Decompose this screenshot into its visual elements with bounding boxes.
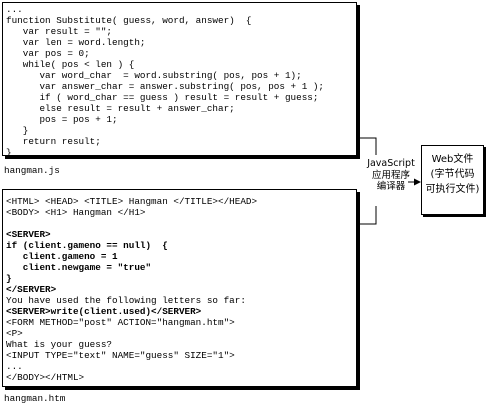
code-line: if ( word_char == guess ) result = resul… — [6, 92, 319, 103]
code-line: <SERVER>write(client.used)</SERVER> — [6, 306, 202, 317]
code-line: client.newgame = "true" — [6, 262, 152, 273]
output-label-line: 可执行文件) — [425, 184, 480, 195]
web-file-output-box: Web文件 (字节代码 可执行文件) — [421, 145, 484, 215]
code-line: <BODY> <H1> Hangman </H1> — [6, 207, 146, 218]
code-line: function Substitute( guess, word, answer… — [6, 15, 252, 26]
code-line: var answer_char = answer.substring( pos,… — [6, 81, 325, 92]
compiler-label-line: JavaScript — [367, 158, 415, 169]
code-line: You have used the following letters so f… — [6, 295, 246, 306]
output-label-line: (字节代码 — [430, 169, 475, 180]
code-line: What is your guess? — [6, 339, 113, 350]
code-line: pos = pos + 1; — [6, 114, 118, 125]
code-line: var word_char = word.substring( pos, pos… — [6, 70, 302, 81]
hangman-js-code-listing: ...function Substitute( guess, word, ans… — [3, 3, 356, 158]
hangman-js-code-box: ...function Substitute( guess, word, ans… — [2, 2, 357, 158]
hangman-htm-code-box: <HTML> <HEAD> <TITLE> Hangman </TITLE></… — [2, 189, 357, 387]
code-line: </BODY></HTML> — [6, 372, 85, 383]
javascript-compiler-label: JavaScript 应用程序 编译器 — [362, 158, 420, 193]
output-label-line: Web文件 — [431, 154, 474, 165]
code-line: while( pos < len ) { — [6, 59, 135, 70]
code-line: else result = result + answer_char; — [6, 103, 235, 114]
compiler-label-line: 应用程序 — [371, 169, 410, 181]
code-line: } — [6, 125, 29, 136]
code-line: return result; — [6, 136, 101, 147]
code-line: <HTML> <HEAD> <TITLE> Hangman </TITLE></… — [6, 196, 258, 207]
code-line: <SERVER> — [6, 229, 51, 240]
code-line: <P> — [6, 328, 23, 339]
code-line: ... — [6, 4, 23, 15]
hangman-htm-code-listing: <HTML> <HEAD> <TITLE> Hangman </TITLE></… — [3, 190, 356, 383]
code-line: } — [6, 273, 12, 284]
code-line: client.gameno = 1 — [6, 251, 118, 262]
code-line — [6, 218, 356, 229]
compiler-label-line: 编译器 — [376, 181, 406, 192]
code-line: <FORM METHOD="post" ACTION="hangman.htm"… — [6, 317, 235, 328]
code-line: var pos = 0; — [6, 48, 90, 59]
code-line: var len = word.length; — [6, 37, 146, 48]
hangman-js-filename: hangman.js — [4, 165, 60, 176]
htm-to-compiler-connector — [360, 206, 377, 225]
js-to-compiler-connector — [360, 137, 377, 155]
code-line: var result = ""; — [6, 26, 113, 37]
code-line: </SERVER> — [6, 284, 57, 295]
code-line: <INPUT TYPE="text" NAME="guess" SIZE="1"… — [6, 350, 235, 361]
code-line: ... — [6, 361, 23, 372]
code-line: } — [6, 147, 12, 158]
hangman-htm-filename: hangman.htm — [4, 393, 66, 404]
code-line: if (client.gameno == null) { — [6, 240, 168, 251]
